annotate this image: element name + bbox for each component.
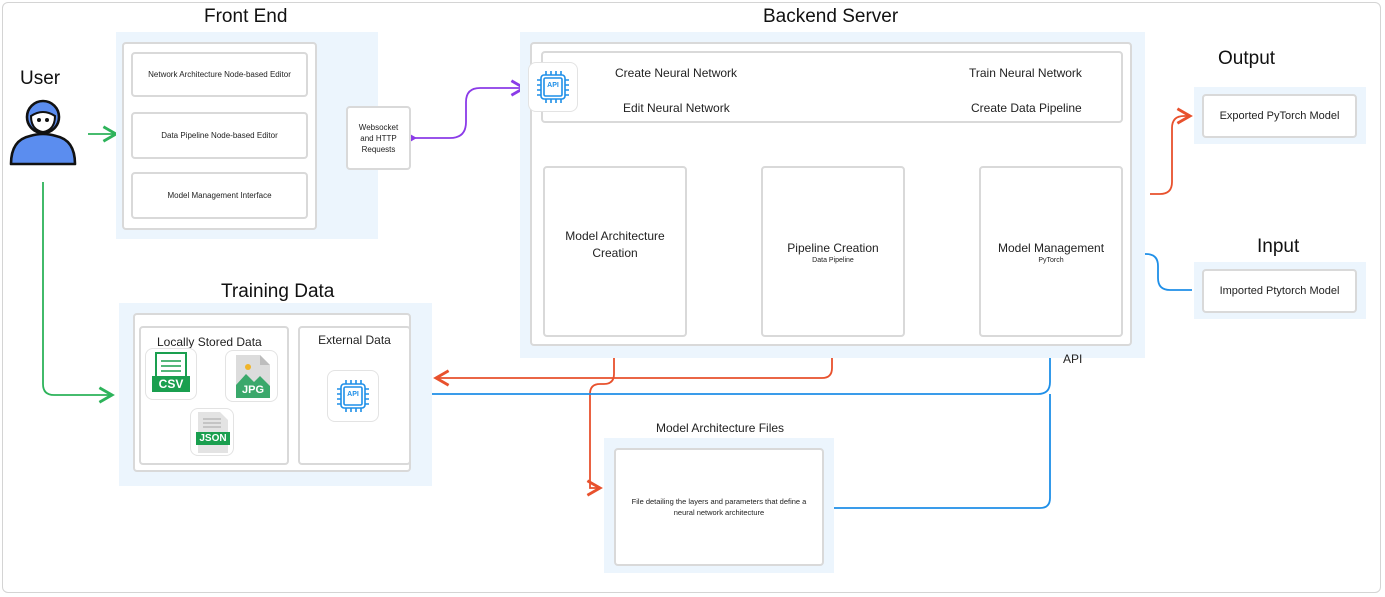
imported-model-box[interactable]: Imported Ptytorch Model [1202, 269, 1357, 313]
pipeline-to-training-arrow [433, 344, 833, 387]
arch-files-box[interactable]: File detailing the layers and parameters… [614, 448, 824, 566]
network-editor-box[interactable]: Network Architecture Node-based Editor [131, 52, 308, 97]
module-management-sub: PyTorch [1038, 257, 1064, 264]
output-title: Output [1218, 48, 1276, 69]
edit-network-action[interactable]: Edit Neural Network [623, 101, 730, 115]
module-pipeline-sub: Data Pipeline [812, 257, 854, 264]
files-to-api-line [826, 394, 1051, 509]
external-api-text: API [347, 391, 359, 398]
train-network-action[interactable]: Train Neural Network [969, 66, 1082, 80]
json-label: JSON [199, 433, 227, 444]
local-data-title: Locally Stored Data [157, 335, 262, 349]
jpg-label: JPG [241, 384, 264, 396]
csv-label: CSV [158, 377, 184, 391]
module-pipeline-title: Pipeline Creation [787, 241, 879, 255]
external-data-title: External Data [318, 333, 391, 347]
create-pipeline-action[interactable]: Create Data Pipeline [971, 101, 1082, 115]
actions-box [541, 51, 1123, 123]
model-management-box[interactable]: Model Management Interface [131, 172, 308, 219]
from-input-arrow [1123, 245, 1192, 291]
pipeline-editor-box[interactable]: Data Pipeline Node-based Editor [131, 112, 308, 159]
training-to-api-line [424, 341, 1059, 395]
module-arch-title: Model Architecture Creation [565, 229, 665, 260]
api-label: API [1063, 352, 1083, 366]
to-output-arrow [1150, 107, 1193, 195]
module-pipeline-creation[interactable]: Pipeline Creation Data Pipeline [761, 166, 905, 337]
input-title: Input [1257, 236, 1300, 257]
module-management-title: Model Management [997, 241, 1105, 255]
create-network-action[interactable]: Create Neural Network [615, 66, 738, 80]
backend-title: Backend Server [763, 6, 899, 27]
websocket-backend-arrow [400, 79, 527, 147]
frontend-title: Front End [204, 6, 288, 27]
user-label: User [20, 68, 61, 89]
module-arch-creation[interactable]: Model Architecture Creation [543, 166, 687, 337]
websocket-box: Websocket and HTTP Requests [346, 106, 411, 170]
arch-files-title: Model Architecture Files [656, 421, 785, 435]
user-to-training-arrow [42, 182, 115, 404]
module-model-management[interactable]: Model Management PyTorch [979, 166, 1123, 337]
training-title: Training Data [221, 281, 335, 302]
backend-api-text: API [547, 82, 559, 89]
arch-to-files-arrow [586, 344, 615, 497]
exported-model-box[interactable]: Exported PyTorch Model [1202, 94, 1357, 138]
